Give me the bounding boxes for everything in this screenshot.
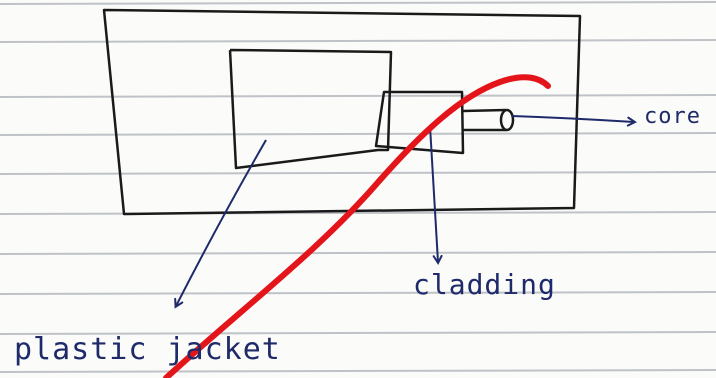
plastic-jacket-arrow [176,139,267,306]
outer-frame [102,8,582,216]
core-label: core [644,104,701,129]
plastic-jacket-label: plastic jacket [14,332,281,367]
plastic-jacket-shape [228,48,393,170]
core-shape [462,108,515,132]
red-stroke [163,74,551,378]
cladding-label: cladding [413,268,556,301]
cladding-arrow [429,125,438,262]
core-arrow [511,115,634,122]
cladding-shape [374,90,465,155]
